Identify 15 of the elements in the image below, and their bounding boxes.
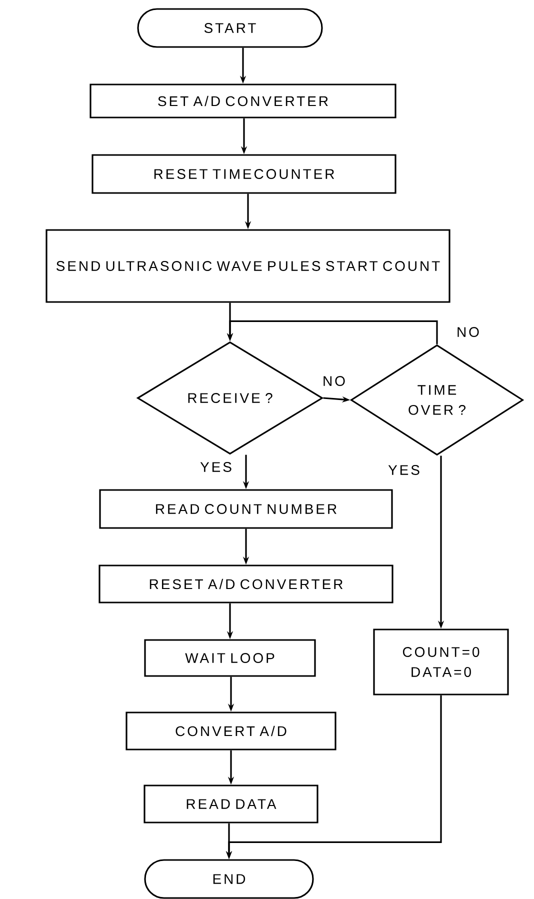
- process-box: RESET A/D CONVERTER: [98, 564, 394, 604]
- process-box: SEND ULTRASONIC WAVE PULES START COUNT: [46, 229, 450, 303]
- process-box: READ DATA: [144, 784, 318, 824]
- process-box: SET A/D CONVERTER: [90, 84, 396, 118]
- process-box: WAIT LOOP: [144, 639, 316, 677]
- edge-label: YES: [387, 464, 421, 476]
- edge-label: NO: [456, 326, 480, 338]
- terminal-box: START: [137, 8, 323, 48]
- edge-label: NO: [322, 375, 346, 387]
- process-box: CONVERT A/D: [126, 712, 336, 750]
- process-box: RESET TIMECOUNTER: [92, 154, 396, 194]
- process-box: COUNT=0 DATA=0: [373, 628, 509, 696]
- process-box: READ COUNT NUMBER: [99, 489, 393, 529]
- terminal-box: END: [144, 859, 314, 899]
- edge-label: YES: [199, 461, 233, 473]
